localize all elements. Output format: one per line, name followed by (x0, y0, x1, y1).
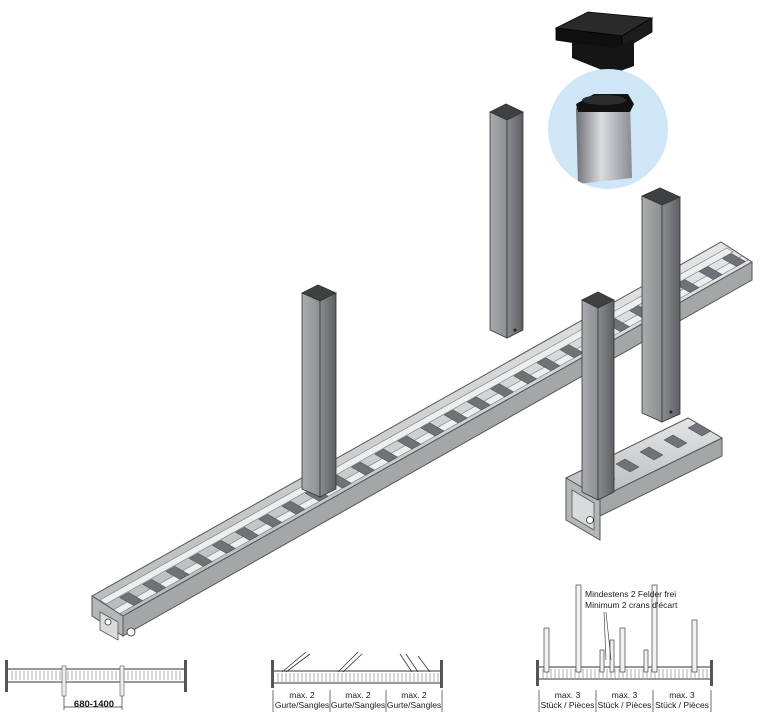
d3-cell-2-line1: max. 3 (611, 690, 638, 700)
d3-cell-3-line1: max. 3 (669, 690, 695, 700)
post-right-back (641, 187, 681, 423)
rail-slot (258, 513, 283, 528)
rail-slot (188, 553, 213, 567)
d2-cell-1-line2: Gurte/Sangles (274, 700, 330, 710)
rail-slot (142, 579, 167, 593)
d3-cell-1-line2: Stück / Pièces (540, 700, 595, 710)
rail-slot (211, 540, 236, 554)
rail-slot (397, 435, 422, 450)
diagram-1-rungs (11, 671, 181, 680)
rail-slot (165, 566, 190, 580)
post-left (301, 284, 337, 498)
rail-slot (513, 370, 538, 385)
span-label: 680-1400 (73, 699, 115, 710)
rail-slot (675, 279, 700, 293)
diagram-1 (5, 660, 187, 710)
rail-slot (490, 383, 515, 398)
rail-slot (281, 500, 306, 515)
d2-cell-3-line2: Gurte/Sangles (386, 700, 442, 710)
long-rail-slots (119, 253, 746, 606)
rail-slot (466, 396, 491, 411)
d2-cell-1-line1: max. 2 (289, 690, 315, 700)
d2-cell-2-line2: Gurte/Sangles (330, 700, 386, 710)
post-middle (489, 103, 524, 339)
note-line-de: Mindestens 2 Felder frei (585, 589, 677, 599)
d2-cell-2-line1: max. 2 (345, 690, 371, 700)
rail-slot (374, 448, 399, 463)
rail-slot (235, 527, 260, 541)
rail-slot (698, 266, 723, 280)
note-line-fr: Minimum 2 crans d'écart (585, 600, 678, 610)
rail-slot (687, 422, 712, 437)
diagram-2 (271, 651, 443, 712)
rail-slot (615, 458, 640, 473)
rail-slot (420, 422, 445, 437)
cap-detail-circle (548, 69, 668, 189)
post-right-front (581, 291, 615, 501)
d3-cell-3-line2: Stück / Pièces (655, 700, 709, 710)
d3-cell-2-line2: Stück / Pièces (597, 700, 652, 710)
rail-slot (639, 446, 664, 461)
rail-slot (663, 434, 688, 449)
rail-slot (443, 409, 468, 424)
rail-slot (350, 461, 375, 476)
rail-slot (536, 357, 561, 372)
rail-slot (119, 592, 144, 606)
diagram-2-rungs (277, 673, 439, 682)
rail-slot (721, 253, 746, 267)
d3-cell-1-line1: max. 3 (554, 690, 581, 700)
d2-cell-3-line1: max. 2 (401, 690, 427, 700)
diagram-3 (536, 584, 713, 712)
end-cap (554, 11, 654, 74)
